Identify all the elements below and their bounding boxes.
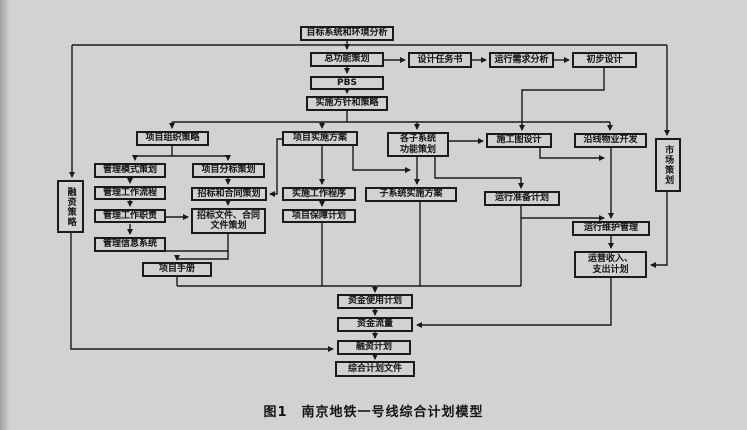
flow-arrows (69, 41, 670, 360)
node-project-impl: 项目实施方案 (282, 131, 358, 146)
node-project-manual: 项目手册 (142, 262, 212, 277)
node-comprehensive-doc: 综合计划文件 (335, 361, 415, 377)
figure-caption: 图1 南京地铁一号线综合计划模型 (263, 405, 484, 420)
node-impl-policy: 实施方针和策略 (306, 96, 388, 111)
node-impl-procedure: 实施工作程序 (282, 187, 356, 201)
node-operation-income: 运营收入、 支出计划 (574, 251, 647, 278)
node-design-brief: 设计任务书 (408, 52, 472, 68)
node-subsys-function: 各子系统 功能策划 (387, 132, 449, 157)
node-bidding-contract: 招标和合同策划 (191, 187, 267, 201)
scan-edge-shade (0, 0, 10, 430)
node-subsys-impl: 子系统实施方案 (365, 187, 457, 202)
node-preliminary-design: 初步设计 (572, 52, 637, 68)
node-property-dev: 沿线物业开发 (574, 133, 647, 148)
node-financing-strategy: 融资策略 (57, 180, 84, 233)
node-mgmt-info: 管理信息系统 (94, 237, 166, 252)
node-mgmt-duty: 管理工作职责 (94, 209, 166, 223)
node-bid-doc: 招标文件、合同 文件策划 (191, 208, 266, 234)
node-overall-function: 总功能策划 (310, 52, 384, 67)
node-pbs: PBS (310, 76, 384, 90)
node-operation-maint: 运行维护管理 (572, 221, 650, 236)
node-target-analysis: 目标系统和环境分析 (300, 26, 394, 41)
node-fund-flow: 资金流量 (337, 317, 413, 332)
node-fund-usage: 资金使用计划 (337, 294, 413, 309)
node-operation-prep: 运行准备计划 (484, 191, 560, 206)
node-project-guarantee: 项目保障计划 (282, 209, 356, 223)
node-operation-req: 运行需求分析 (489, 52, 554, 68)
node-mgmt-mode: 管理模式策划 (94, 163, 166, 178)
node-project-org: 项目组织策略 (136, 131, 209, 146)
node-market-planning: 市场策划 (655, 138, 681, 192)
node-financing-plan: 融资计划 (337, 340, 411, 355)
node-project-bid-division: 项目分标策划 (192, 163, 265, 178)
node-mgmt-process: 管理工作流程 (94, 186, 166, 200)
node-construction-design: 施工图设计 (486, 133, 552, 148)
